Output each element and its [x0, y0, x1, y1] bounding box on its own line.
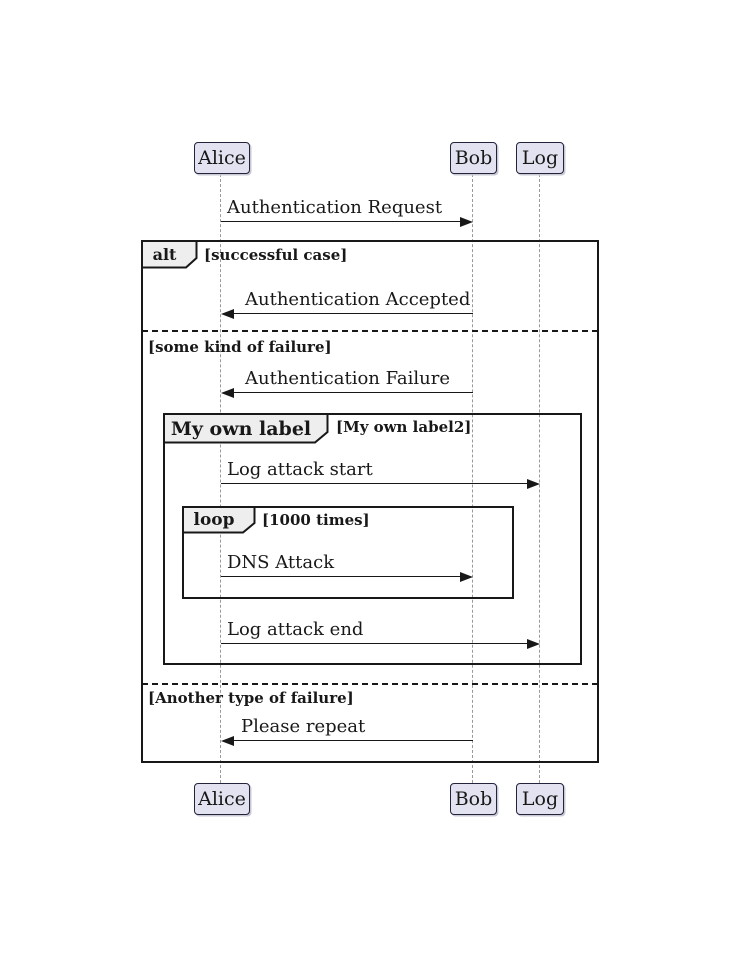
message-arrow-please-repeat [233, 740, 473, 741]
alt-divider-1 [142, 330, 598, 332]
alt-frame [141, 240, 599, 763]
arrowhead-right-icon [460, 217, 473, 227]
loop-pentagon-shape [182, 506, 256, 534]
message-arrow-authentication-failure [233, 392, 473, 393]
loop-frame-label: loop [182, 506, 256, 534]
group-keyword: My own label [170, 417, 312, 440]
lifeline-bob [472, 174, 473, 783]
message-label-log-attack-start: Log attack start [227, 459, 373, 480]
group-frame-label: My own label [163, 413, 329, 444]
arrowhead-right-icon [527, 479, 540, 489]
alt-condition-3: [Another type of failure] [148, 689, 354, 707]
alt-keyword: alt [152, 245, 177, 264]
loop-condition: [1000 times] [262, 511, 370, 529]
alt-condition-2: [some kind of failure] [148, 338, 332, 356]
message-label-log-attack-end: Log attack end [227, 619, 364, 640]
message-label-authentication-request: Authentication Request [227, 197, 443, 218]
loop-frame [182, 506, 514, 599]
arrowhead-right-icon [460, 572, 473, 582]
arrowhead-left-icon [221, 736, 234, 746]
message-arrow-authentication-request [221, 221, 461, 222]
participant-bob-top: Bob [450, 142, 497, 174]
loop-keyword: loop [193, 510, 235, 530]
arrowhead-left-icon [221, 309, 234, 319]
alt-frame-label: alt [141, 240, 198, 269]
alt-divider-2 [142, 683, 598, 685]
group-pentagon-shape [163, 413, 329, 444]
participant-bob-bottom: Bob [450, 783, 497, 815]
lifeline-alice [220, 174, 221, 783]
arrowhead-left-icon [221, 388, 234, 398]
message-arrow-dns-attack [221, 576, 461, 577]
message-arrow-log-attack-end [221, 643, 527, 644]
lifeline-log [539, 174, 540, 783]
alt-condition-1: [successful case] [204, 246, 348, 264]
arrowhead-right-icon [527, 639, 540, 649]
message-label-please-repeat: Please repeat [241, 716, 366, 737]
alt-pentagon-shape [141, 240, 198, 269]
group-frame [163, 413, 582, 665]
message-arrow-authentication-accepted [233, 313, 473, 314]
participant-alice-bottom: Alice [194, 783, 250, 815]
message-label-dns-attack: DNS Attack [227, 552, 335, 573]
participant-log-top: Log [516, 142, 564, 174]
message-label-authentication-accepted: Authentication Accepted [245, 289, 471, 310]
participant-log-bottom: Log [516, 783, 564, 815]
participant-alice-top: Alice [194, 142, 250, 174]
group-condition: [My own label2] [336, 418, 472, 436]
message-arrow-log-attack-start [221, 483, 527, 484]
message-label-authentication-failure: Authentication Failure [245, 368, 450, 389]
